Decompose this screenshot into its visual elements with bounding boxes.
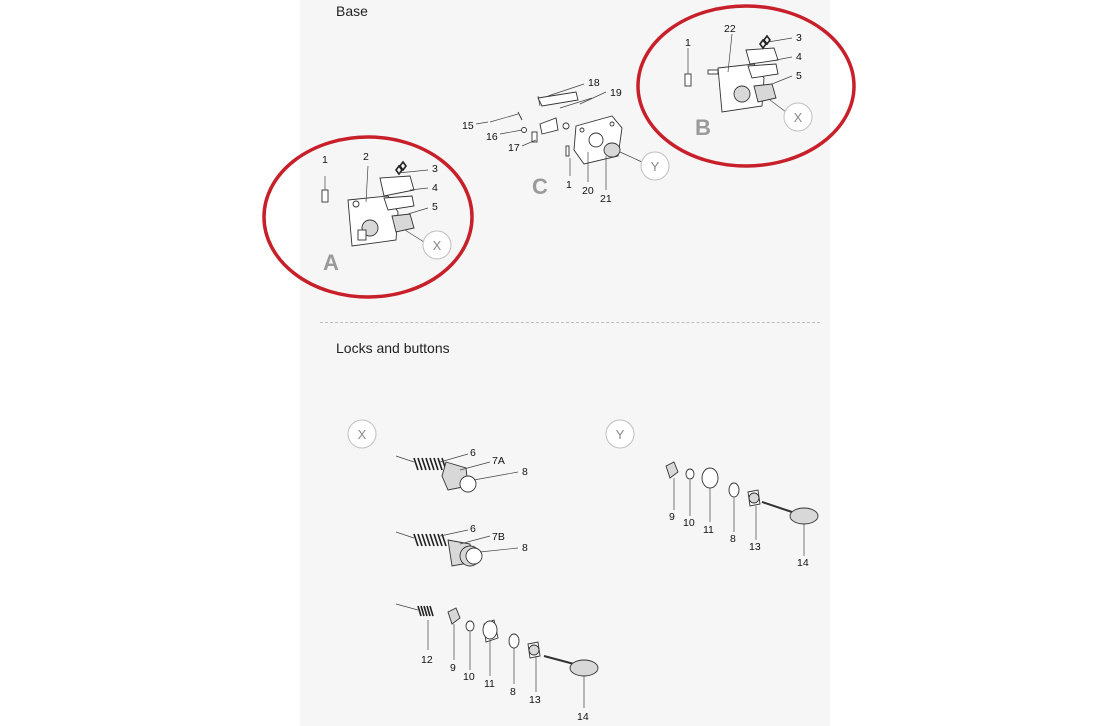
locks-section-title: Locks and buttons [336,340,450,356]
ref-label-x-locks: X [358,427,367,442]
callout-x1-8: 8 [522,466,528,478]
callout-y-14: 14 [797,557,809,569]
ref-label-y-locks: Y [616,427,625,442]
callout-x3-10: 10 [463,671,475,683]
group-label-c: C [532,174,548,199]
callout-x3-14: 14 [577,711,589,723]
section-divider [320,322,820,323]
base-section-title: Base [336,3,368,19]
callout-y-8: 8 [730,533,736,545]
callout-a-4: 4 [432,182,438,194]
ref-circle-x-a [422,230,452,260]
ref-circle-x-b [783,102,813,132]
callout-y-9: 9 [669,511,675,523]
ref-label-x-b: X [794,110,803,125]
ref-label-y-c: Y [651,159,660,174]
locks-y: Y 9 10 11 8 13 14 [605,419,819,569]
group-label-b: B [695,115,711,140]
ref-label-x-a: X [433,238,442,253]
ref-circle-x-locks [347,419,377,449]
callout-c-1: 1 [566,179,572,191]
callout-c-19: 19 [610,87,622,99]
callout-a-3: 3 [432,163,438,175]
callout-x1-7a: 7A [492,455,505,467]
callout-y-10: 10 [683,517,695,529]
callout-x3-11: 11 [484,678,495,690]
callout-c-16: 16 [486,131,498,143]
callout-b-4: 4 [796,51,802,63]
callout-y-11: 11 [703,524,714,536]
callout-x3-9: 9 [450,662,456,674]
assembly-a: 1 2 3 4 5 X A [262,135,474,299]
callout-b-5: 5 [796,70,802,82]
callout-b-3: 3 [796,32,802,44]
callout-b-1: 1 [685,37,691,49]
callout-y-13: 13 [749,541,761,553]
assembly-b: 1 22 3 4 5 X B [636,4,856,168]
callout-b-22: 22 [724,23,736,35]
ref-circle-y-locks [605,419,635,449]
callout-c-20: 20 [582,185,594,197]
group-label-a: A [323,250,339,275]
callout-x2-6: 6 [470,523,476,535]
callout-x2-7b: 7B [492,531,505,543]
callout-c-21: 21 [600,193,612,205]
highlight-circle-a [262,135,474,299]
callout-x3-12: 12 [421,654,433,666]
callout-a-2: 2 [363,151,369,163]
ref-circle-y-c [640,151,670,181]
callout-a-5: 5 [432,201,438,213]
highlight-circle-b [636,4,856,168]
diagram-page [300,0,830,726]
callout-a-1: 1 [322,154,328,166]
callout-c-15: 15 [462,120,474,132]
callout-x1-6: 6 [470,447,476,459]
callout-x3-13: 13 [529,694,541,706]
callout-x2-8: 8 [522,542,528,554]
assembly-c: 18 19 15 16 17 1 20 21 Y C [462,77,670,205]
callout-c-18: 18 [588,77,600,89]
callout-x3-8: 8 [510,686,516,698]
locks-x: X 6 7A 8 6 7B 8 [347,419,599,723]
callout-c-17: 17 [508,142,520,154]
